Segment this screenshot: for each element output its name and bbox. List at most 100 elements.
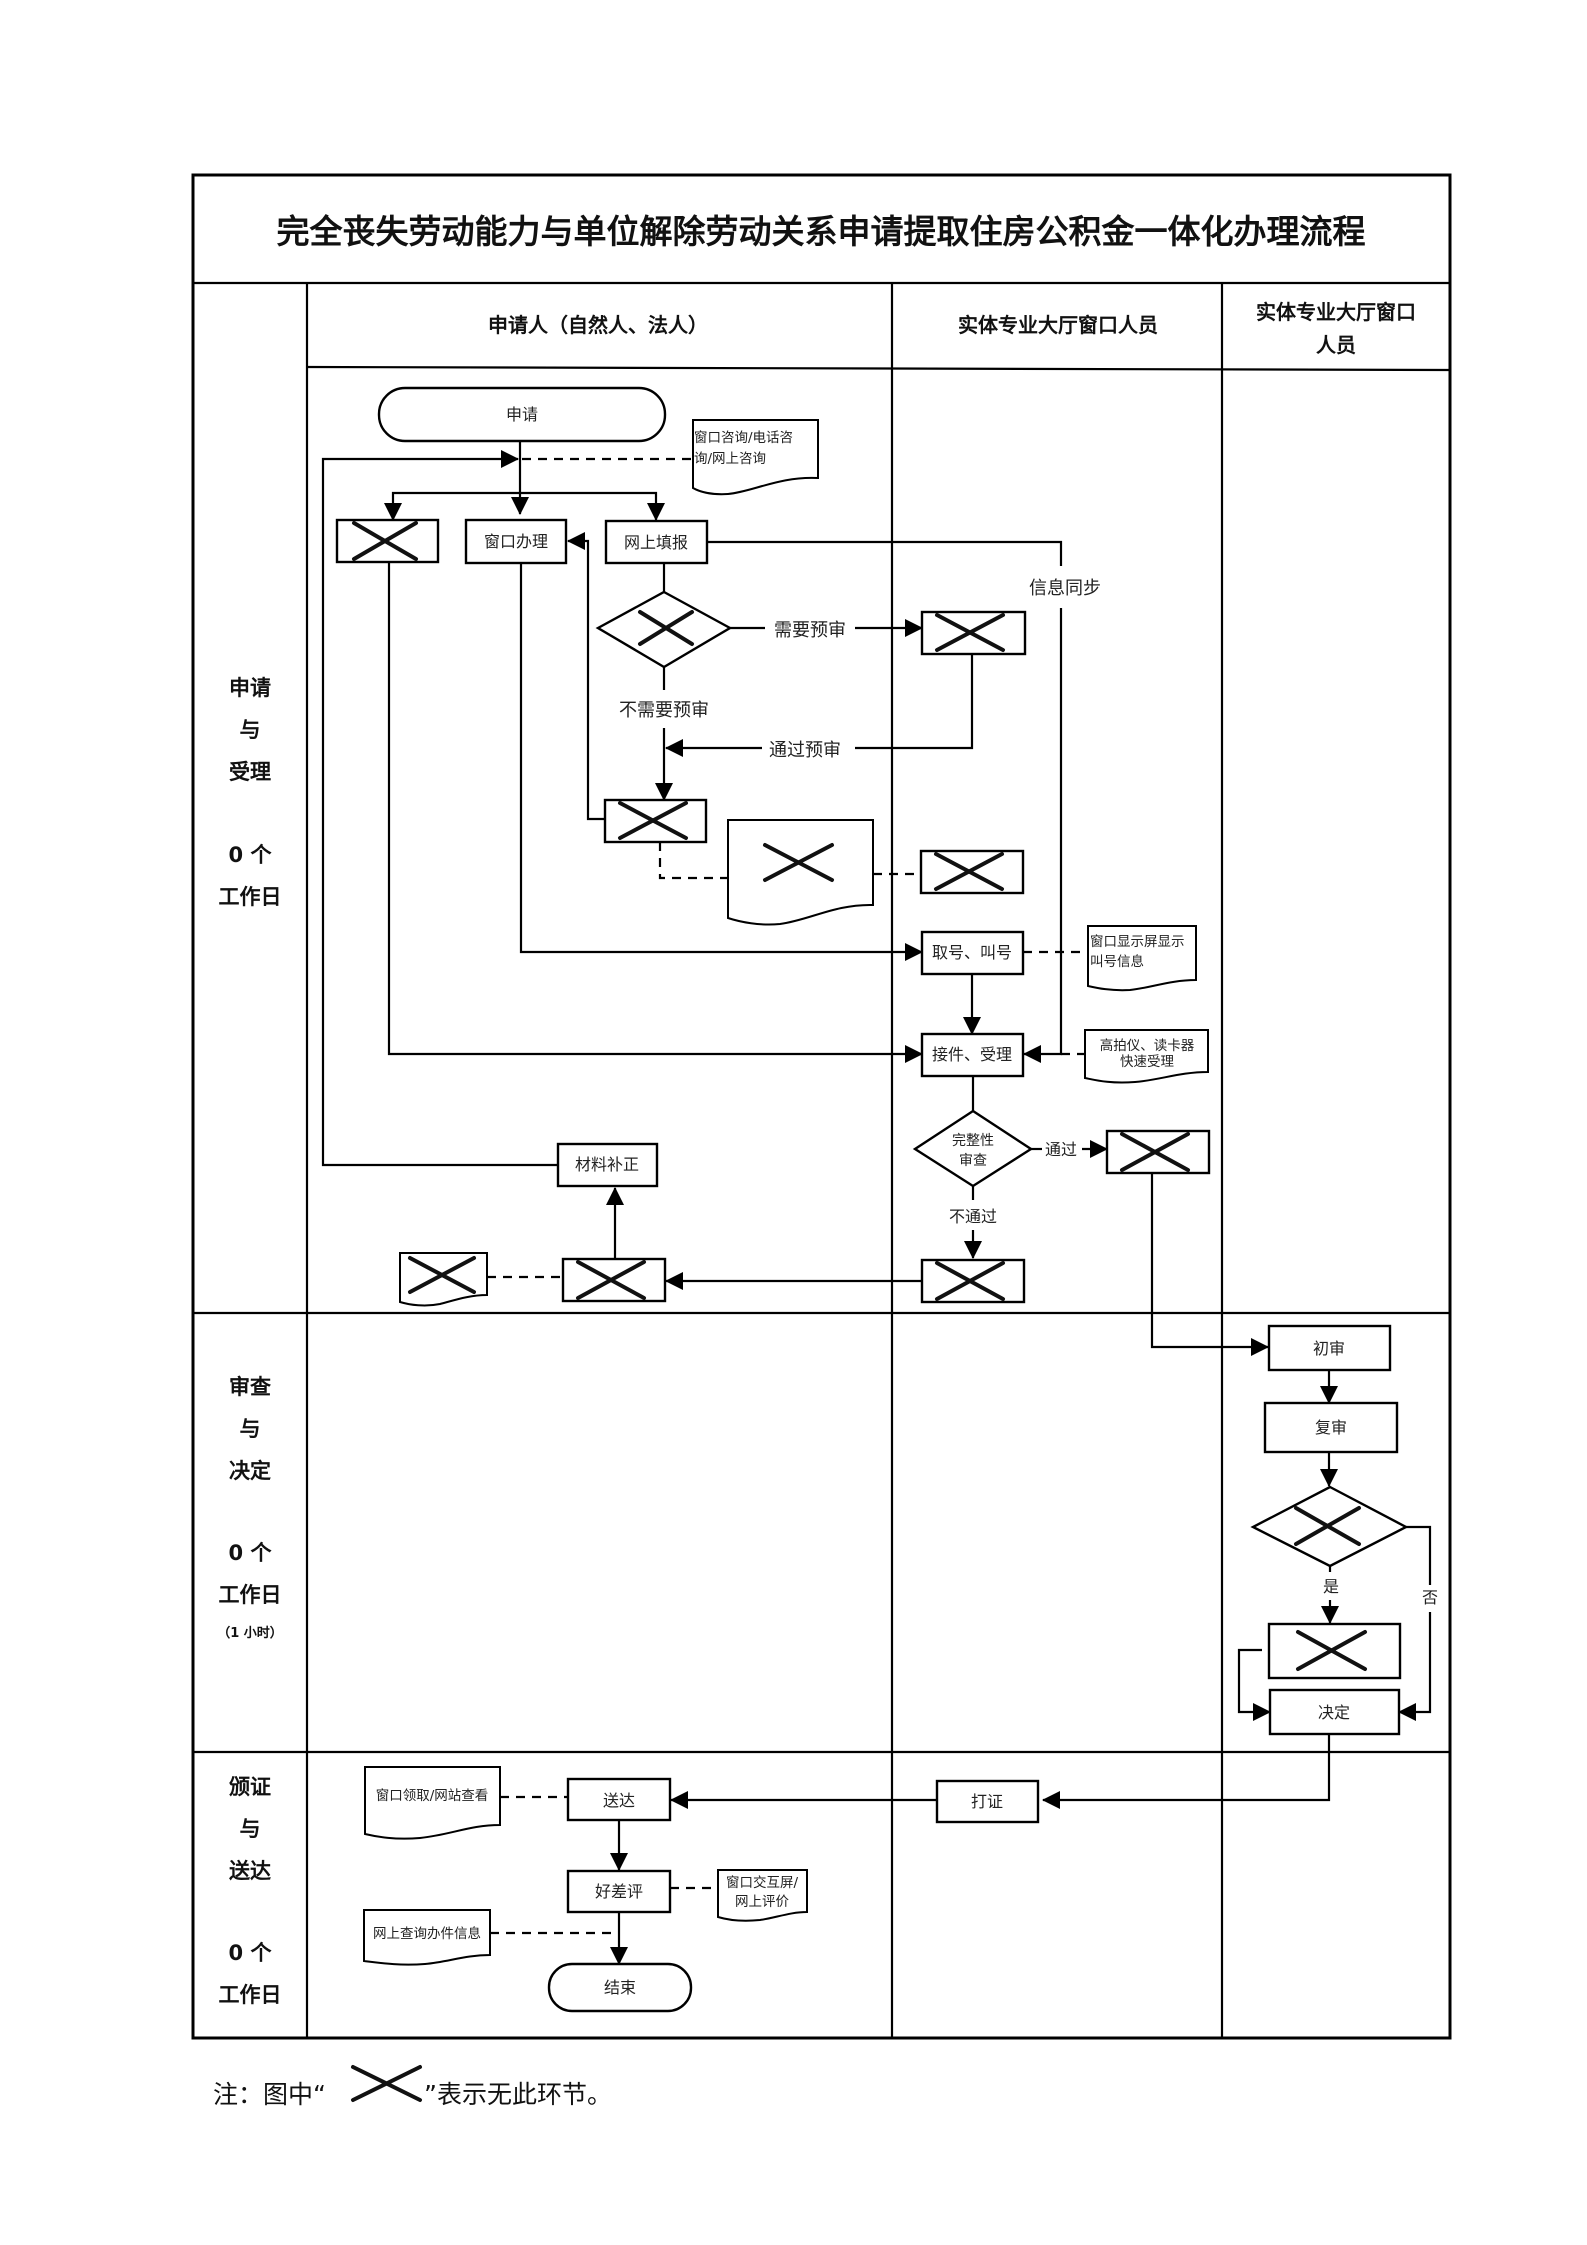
doc-disabled — [727, 819, 874, 926]
cross-mark-icon — [576, 1260, 646, 1300]
doc-rating: 窗口交互屏/ 网上评价 — [717, 1869, 808, 1922]
connector — [391, 491, 658, 514]
terminator-shape — [547, 1962, 693, 2013]
doc-screen: 窗口显示屏显示 叫号信息 — [1087, 925, 1197, 992]
stage-label-apply-accept: 申请 与 受理 0 个 工作日 — [219, 676, 282, 909]
cross-mark-icon — [638, 610, 694, 646]
connector — [1398, 1612, 1432, 1721]
doc-label-line1: 窗口交互屏/ — [726, 1874, 798, 1891]
disabled-step — [920, 610, 1027, 656]
step-decision: 决定 — [1268, 1688, 1401, 1736]
doc-label-line2: 网上评价 — [735, 1894, 789, 1910]
stage-days-line: 0 个 — [229, 1941, 273, 1965]
node-label: 取号、叫号 — [932, 943, 1012, 962]
cross-mark-icon — [408, 1256, 476, 1294]
disabled-step — [919, 849, 1025, 895]
stage-name-line: 颁证 — [229, 1775, 271, 1799]
step-shape — [1267, 1324, 1392, 1372]
document-shape — [363, 1909, 491, 1966]
lane-header-window-staff-2-line1: 实体专业大厅窗口 — [1256, 300, 1416, 324]
connector — [1023, 608, 1063, 1063]
doc-pickup: 窗口领取/网站查看 — [364, 1766, 501, 1840]
stage-days-line: 工作日 — [219, 1983, 282, 2007]
doc-device: 高拍仪、读卡器 快速受理 — [1084, 1029, 1209, 1084]
disabled-step — [1105, 1129, 1211, 1175]
doc-disabled — [399, 1252, 488, 1307]
node-label: 网上填报 — [624, 533, 688, 552]
yes-label: 是 — [1323, 1577, 1339, 1596]
connector — [1042, 1734, 1331, 1809]
need-preaudit-label: 需要预审 — [774, 620, 846, 641]
lane-header-window-staff: 实体专业大厅窗口人员 — [958, 313, 1158, 337]
cross-mark-icon — [352, 521, 418, 561]
step-print-cert: 打证 — [935, 1779, 1040, 1824]
pass-preaudit-label: 通过预审 — [769, 740, 841, 761]
step-first-review: 初审 — [1267, 1324, 1392, 1372]
legend-note: 注：图中“ ”表示无此环节。 — [213, 2065, 612, 2109]
stage-name-line: 受理 — [229, 760, 271, 784]
stage-days-line: 0 个 — [229, 1541, 273, 1565]
document-shape — [727, 819, 874, 926]
doc-label-line1: 窗口咨询/电话咨 — [694, 429, 793, 446]
header-divider — [306, 365, 1451, 372]
cross-mark-icon — [934, 852, 1004, 891]
lane-header-applicant: 申请人（自然人、法人） — [488, 313, 708, 337]
node-label: 接件、受理 — [932, 1045, 1012, 1064]
step-shape — [935, 1779, 1040, 1824]
no-label: 否 — [1422, 1588, 1438, 1607]
node-label: 复审 — [1315, 1418, 1347, 1437]
terminator-shape — [377, 386, 667, 443]
stage-name-line: 送达 — [229, 1859, 271, 1883]
decision-preaudit — [595, 590, 733, 669]
connector — [1150, 1173, 1269, 1356]
disabled-step — [920, 1258, 1026, 1304]
cross-mark-icon — [763, 843, 834, 882]
stage-label-review-decide: 审查 与 决定 0 个 工作日 （1 小时） — [217, 1375, 283, 1641]
node-label: 结束 — [604, 1978, 636, 1997]
stage-name-line: 与 — [240, 1817, 261, 1841]
page-title: 完全丧失劳动能力与单位解除劳动关系申请提取住房公积金一体化办理流程 — [277, 212, 1366, 251]
document-shape — [364, 1766, 501, 1840]
fail-label: 不通过 — [949, 1207, 997, 1226]
disabled-step — [335, 518, 440, 564]
connector — [567, 532, 605, 821]
start-node-apply: 申请 — [377, 386, 667, 443]
disabled-step — [1267, 1622, 1402, 1680]
node-label: 窗口办理 — [484, 532, 548, 551]
disabled-step — [603, 798, 708, 844]
dashed-connector — [658, 842, 728, 880]
doc-consult: 窗口咨询/电话咨 询/网上咨询 — [692, 419, 819, 496]
node-label: 决定 — [1318, 1703, 1350, 1722]
stage-name-line: 与 — [240, 718, 261, 742]
connector — [387, 562, 923, 1063]
info-sync-label: 信息同步 — [1029, 578, 1101, 599]
doc-label-line2: 快速受理 — [1120, 1054, 1174, 1070]
disabled-step — [561, 1257, 667, 1303]
step-shape — [556, 1142, 659, 1188]
doc-label-line1: 窗口显示屏显示 — [1090, 933, 1185, 950]
stage-days-line: 工作日 — [219, 885, 282, 909]
connector — [519, 563, 923, 961]
stage-name-line: 决定 — [229, 1459, 271, 1483]
cross-mark-icon — [618, 801, 688, 840]
connector — [321, 450, 561, 1167]
decision-final — [1250, 1485, 1409, 1568]
cross-mark-icon — [1120, 1132, 1190, 1172]
stage-days-line: 0 个 — [229, 843, 273, 867]
note-suffix: ”表示无此环节。 — [424, 2080, 612, 2109]
connector — [1406, 1525, 1432, 1585]
document-shape — [1084, 1029, 1209, 1084]
step-shape — [1263, 1401, 1399, 1454]
stage-name-line: 审查 — [229, 1375, 271, 1399]
document-shape — [1087, 925, 1197, 992]
table-frame — [191, 173, 1452, 2040]
step-take-number: 取号、叫号 — [920, 930, 1025, 976]
doc-label-line2: 询/网上咨询 — [694, 451, 766, 467]
node-label: 材料补正 — [575, 1155, 639, 1174]
step-rating: 好差评 — [566, 1869, 672, 1914]
node-label: 好差评 — [595, 1882, 643, 1901]
note-prefix: 注：图中“ — [213, 2080, 326, 2109]
cross-mark-icon — [1294, 1506, 1361, 1546]
end-node: 结束 — [547, 1962, 693, 2013]
